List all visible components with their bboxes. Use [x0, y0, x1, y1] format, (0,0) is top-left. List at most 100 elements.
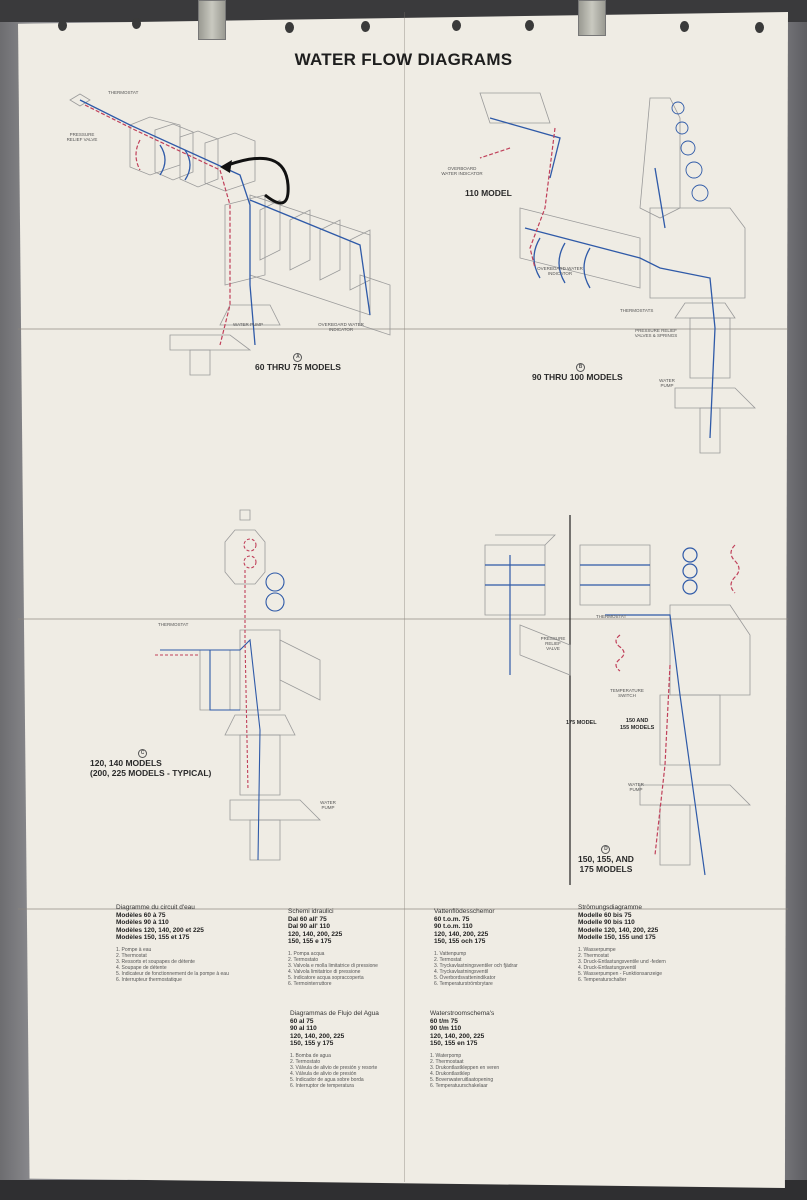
- legend-item: 3. Valvola e molla limitatrice di pressi…: [288, 963, 378, 970]
- legend-swedish: Vattenflödesschemor 60 t.o.m. 75 90 t.o.…: [434, 908, 564, 987]
- callout-overboard-water-indicator: OVERBOARD WATER INDICATOR: [318, 322, 364, 332]
- diagram-d-sublabel-150-155: 150 AND 155 MODELS: [620, 718, 654, 732]
- legend-model: 90 t.o.m. 110: [434, 923, 473, 931]
- legend-item: 5. Indicador de agua sobre borda: [290, 1077, 364, 1084]
- diagram-d-sublabel-175: 175 MODEL: [566, 720, 597, 726]
- callout-thermostat: THERMOSTAT: [596, 614, 627, 619]
- legend-item: 5. Wasserpumpen - Funktionsanzeige: [578, 971, 663, 978]
- legend-title: Schemi idraulici: [288, 908, 334, 915]
- diagram-a-title: 60 THRU 75 MODELS: [255, 362, 341, 372]
- legend-item: 3. Tryckavlastningsventiler och fjädrar: [434, 963, 518, 970]
- callout-water-pump: WATER PUMP: [233, 322, 263, 327]
- legend-item: 2. Termostat: [434, 957, 462, 964]
- page-title: WATER FLOW DIAGRAMS: [294, 50, 513, 69]
- diagram-a-60-75-engine: [69, 93, 391, 376]
- legend-item: 6. Temperaturschalter: [578, 977, 627, 984]
- callout-temperature-switch: TEMPERATURE SWITCH: [610, 688, 644, 698]
- binder-clip-left: [198, 0, 226, 40]
- legend-item: 6. Interruptor de temperatura: [290, 1083, 354, 1090]
- legend-item: 5. Överbordsvattenindikator: [434, 975, 496, 982]
- diagram-a-label: A 60 THRU 75 MODELS: [255, 350, 341, 372]
- legend-model: 60 t.o.m. 75: [434, 916, 470, 924]
- diagram-c-title-line1: 120, 140 MODELS: [90, 758, 162, 768]
- legend-item: 2. Termostato: [288, 957, 319, 964]
- legend-item: 3. Válvula de alivio de presión y resort…: [290, 1065, 378, 1072]
- legend-model: Modelle 150, 155 und 175: [578, 933, 656, 941]
- fold-crease-horizontal: [18, 328, 788, 330]
- sublabel-line2: 155 MODELS: [620, 725, 655, 731]
- legend-item: 5. Bovenwateruitlaatopening: [430, 1077, 494, 1084]
- punch-hole: [525, 20, 534, 31]
- legend-model: Dal 90 all' 110: [288, 923, 331, 931]
- punch-hole: [680, 21, 689, 32]
- legend-item: 1. Bomba de agua: [290, 1053, 331, 1060]
- legend-item: 4. Drukontlastklep: [430, 1071, 471, 1078]
- legend-item: 3. Ressorts et soupapes de détente: [116, 959, 195, 966]
- punch-hole: [361, 21, 370, 32]
- punch-hole: [285, 22, 294, 33]
- legend-item: 4. Válvula de alivio de presión: [290, 1071, 357, 1078]
- legend-item: 4. Valvola limitatrice di pressione: [288, 969, 361, 976]
- punch-hole: [452, 20, 461, 31]
- legend-title: Strömungsdiagramme: [578, 904, 642, 911]
- diagram-b-label: B 90 THRU 100 MODELS: [532, 360, 623, 382]
- callout-overboard-water-indicator: OVERBOARD WATER INDICATOR: [537, 266, 583, 276]
- diagram-d-title-line2: 175 MODELS: [579, 864, 633, 874]
- legend-model: 120, 140, 200, 225: [434, 930, 489, 938]
- legend-item: 2. Termostato: [290, 1059, 321, 1066]
- callout-thermostat: THERMOSTAT: [158, 622, 189, 627]
- legend-title: Waterstroomschema's: [430, 1010, 495, 1017]
- binder-clip-right: [578, 0, 606, 36]
- callout-thermostats: THERMOSTATS: [620, 308, 654, 313]
- legend-title: Diagramme du circuit d'eau: [116, 904, 195, 911]
- callout-pressure-relief-valves: PRESSURE RELIEF VALVES & SPRINGS: [634, 328, 678, 338]
- fold-crease-horizontal: [18, 618, 788, 620]
- diagram-d-150-175-engine: [484, 515, 751, 885]
- legend-item: 4. Tryckavlastningsventil: [434, 969, 489, 976]
- legend-model: 60 al 75: [290, 1018, 314, 1026]
- callout-pressure-relief-valve: PRESSURE RELIEF VALVE: [540, 636, 566, 651]
- legend-item: 4. Soupape de détente: [116, 965, 167, 972]
- diagram-c-label: C 120, 140 MODELS (200, 225 MODELS - TYP…: [90, 746, 211, 778]
- legend-german: Strömungsdiagramme Modelle 60 bis 75 Mod…: [578, 904, 748, 983]
- letter-badge-a: A: [293, 353, 303, 362]
- legend-dutch: Waterstroomschema's 60 t/m 75 90 t/m 110…: [430, 1010, 550, 1089]
- punch-hole: [58, 20, 67, 31]
- legend-model: 60 t/m 75: [430, 1018, 458, 1026]
- legend-model: Modèles 60 à 75: [116, 912, 166, 920]
- legend-item: 2. Thermostat: [116, 953, 147, 960]
- diagram-c-title-line2: (200, 225 MODELS - TYPICAL): [90, 768, 212, 778]
- letter-badge-d: D: [601, 845, 611, 854]
- legend-model: Dal 60 all' 75: [288, 916, 327, 924]
- legend-item: 6. Interrupteur thermostatique: [116, 977, 182, 984]
- legend-model: Modèles 150, 155 et 175: [116, 933, 190, 941]
- legend-model: Modelle 120, 140, 200, 225: [578, 926, 659, 934]
- legend-item: 1. Pompe à eau: [116, 947, 152, 954]
- legend-model: 90 t/m 110: [430, 1025, 462, 1033]
- legend-item: 2. Thermostat: [578, 953, 609, 960]
- legend-model: 150, 155 en 175: [430, 1039, 478, 1047]
- legend-item: 1. Wasserpumpe: [578, 947, 616, 954]
- fold-crease-horizontal: [18, 908, 788, 910]
- legend-item: 3. Druck-Entlastungsventile und -federn: [578, 959, 666, 966]
- legend-model: Modelle 90 bis 110: [578, 919, 635, 927]
- letter-badge-c: C: [138, 749, 147, 758]
- legend-title: Diagrammas de Flujo del Agua: [290, 1010, 379, 1017]
- callout-overboard-water-indicator: OVERBOARD WATER INDICATOR: [441, 166, 483, 176]
- legend-item: 1. Vattenpump: [434, 951, 467, 958]
- legend-french: Diagramme du circuit d'eau Modèles 60 à …: [116, 904, 276, 983]
- legend-item: 5. Indicatore acqua sopraccoperta: [288, 975, 364, 982]
- legend-item: 3. Drukontlastkleppen en veren: [430, 1065, 500, 1072]
- diagram-b-sublabel-110: 110 MODEL: [465, 188, 512, 198]
- diagram-c-120-140-engine: [155, 509, 321, 861]
- fold-crease-vertical: [404, 12, 405, 1182]
- legend-item: 4. Druck-Entlastungsventil: [578, 965, 637, 972]
- legend-item: 6. Temperaturströmbrytare: [434, 981, 493, 988]
- legend-model: 120, 140, 200, 225: [288, 930, 343, 938]
- legend-model: 120, 140, 200, 225: [430, 1032, 485, 1040]
- legend-model: Modèles 120, 140, 200 et 225: [116, 926, 204, 934]
- legend-title: Vattenflödesschemor: [434, 908, 495, 915]
- legend-model: 90 al 110: [290, 1025, 317, 1033]
- legend-item: 2. Thermostaat: [430, 1059, 464, 1066]
- letter-badge-b: B: [576, 363, 585, 372]
